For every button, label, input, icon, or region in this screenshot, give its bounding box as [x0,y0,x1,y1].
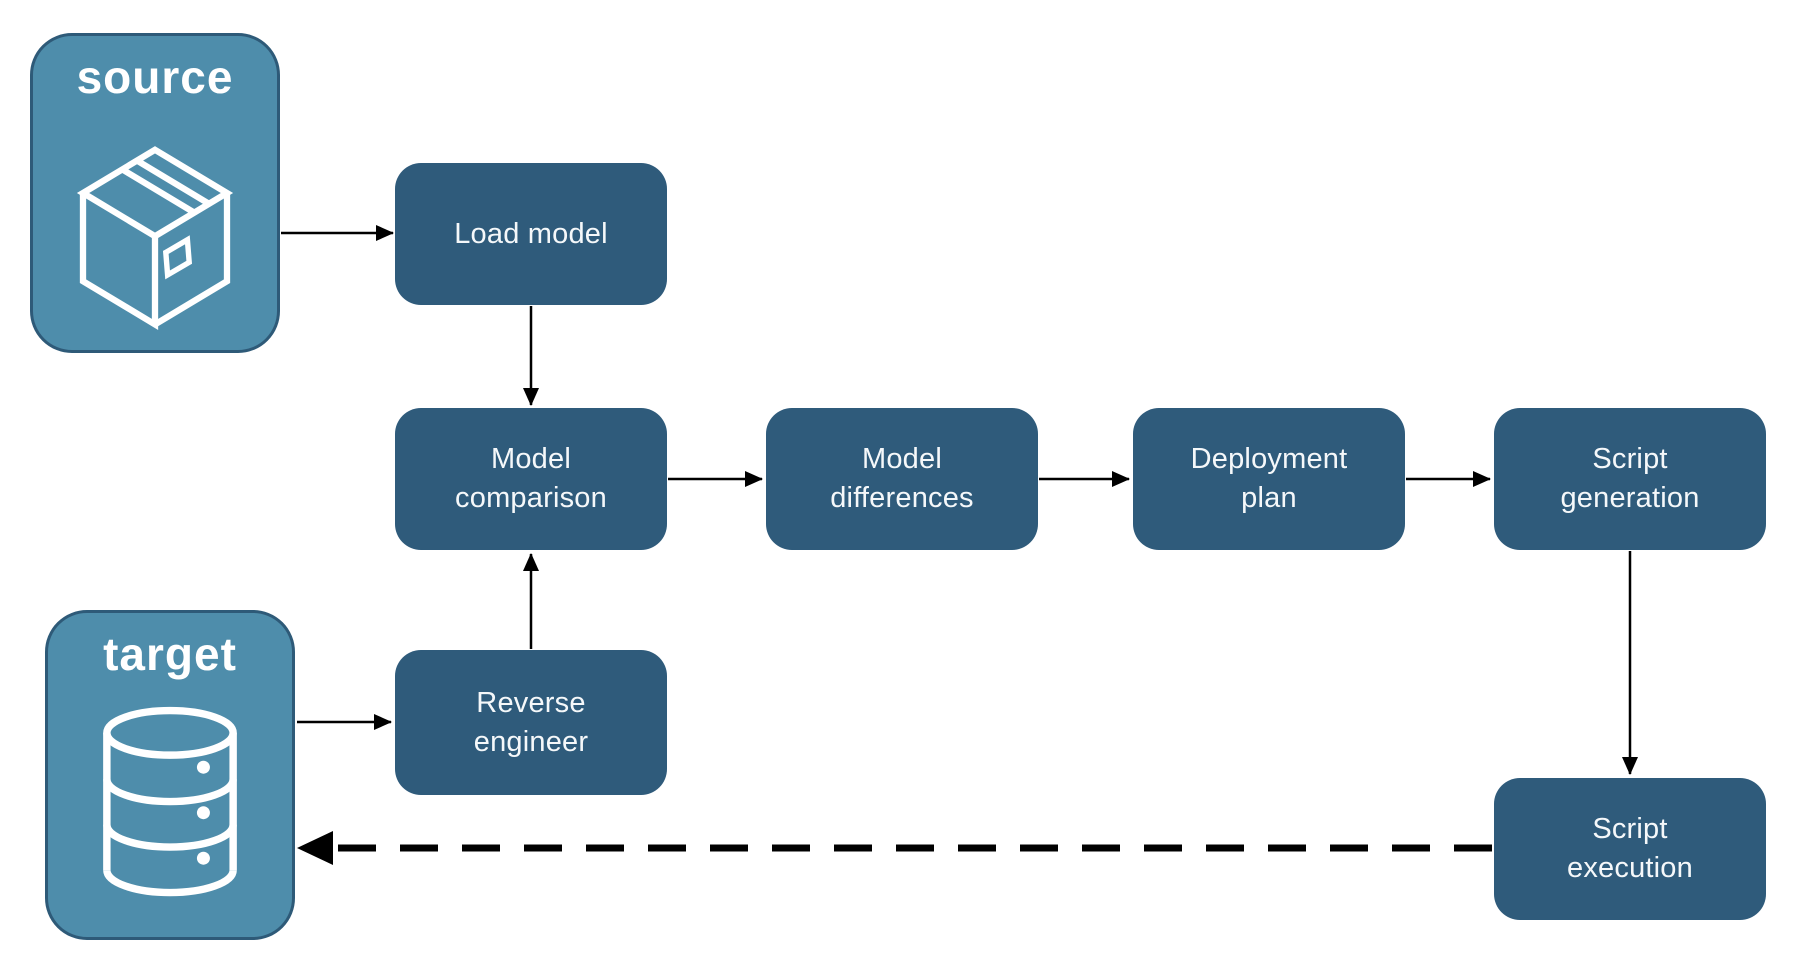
source-label: source [76,51,234,103]
node-reverse-engineer: Reverse engineer [395,650,667,795]
node-load-model: Load model [395,163,667,305]
package-icon [76,146,234,330]
target-label: target [103,628,237,680]
database-icon [103,706,237,897]
node-deployment-plan: Deployment plan [1133,408,1405,550]
node-target: target [45,610,295,940]
node-source: source [30,33,280,353]
node-script-generation: Script generation [1494,408,1766,550]
dashed-arrowhead [297,831,333,865]
node-script-execution: Script execution [1494,778,1766,920]
node-model-comparison: Model comparison [395,408,667,550]
node-model-differences: Model differences [766,408,1038,550]
